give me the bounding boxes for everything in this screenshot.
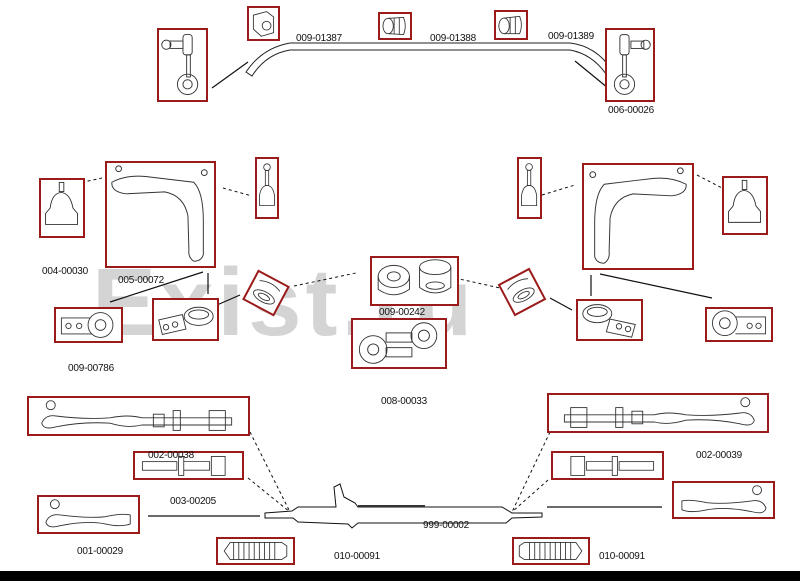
- label-009-00786: 009-00786: [68, 363, 115, 374]
- label-009-01388: 009-01388: [430, 33, 477, 44]
- ball-joint-left-lower[interactable]: [255, 157, 279, 219]
- label-003-00205: 003-00205: [170, 496, 217, 507]
- control-arm-right[interactable]: [582, 163, 694, 270]
- tie-rod-assembly-left[interactable]: [27, 396, 250, 436]
- bushing-set[interactable]: [351, 318, 447, 369]
- label-004-00030: 004-00030: [42, 266, 89, 277]
- tie-rod-assembly-right[interactable]: [547, 393, 769, 433]
- bushing-arm-right-1[interactable]: [705, 307, 773, 342]
- bottom-bar: [0, 571, 800, 581]
- bushing-arm-left-1[interactable]: [54, 307, 123, 343]
- label-005-00072: 005-00072: [118, 275, 165, 286]
- label-010-00091-left: 010-00091: [334, 551, 381, 562]
- bushing-front-pair[interactable]: [370, 256, 459, 306]
- stabilizer-bar: [245, 42, 613, 77]
- label-009-01387: 009-01387: [296, 33, 343, 44]
- label-002-00038: 002-00038: [148, 450, 195, 461]
- steering-rack: [264, 483, 543, 529]
- bushing-arm-right-2[interactable]: [576, 299, 643, 341]
- label-009-01389: 009-01389: [548, 31, 595, 42]
- ball-joint-right-lower[interactable]: [517, 157, 542, 219]
- bushing-insert-right[interactable]: [497, 267, 547, 317]
- steering-boot-left[interactable]: [216, 537, 295, 565]
- ball-joint-right[interactable]: [722, 176, 768, 235]
- label-002-00039: 002-00039: [696, 450, 743, 461]
- stabilizer-link-right[interactable]: [605, 28, 655, 102]
- tie-rod-end-left[interactable]: [37, 495, 140, 534]
- stabilizer-link-left[interactable]: [157, 28, 208, 102]
- label-001-00029: 001-00029: [77, 546, 124, 557]
- label-999-00002: 999-00002: [423, 520, 470, 531]
- control-arm-left[interactable]: [105, 161, 216, 268]
- label-009-00242: 009-00242: [379, 307, 426, 318]
- inner-tie-rod-right[interactable]: [551, 451, 664, 480]
- bushing-insert-left[interactable]: [242, 269, 290, 317]
- stabilizer-bushing-3[interactable]: [494, 10, 528, 40]
- stabilizer-bushing-1[interactable]: [247, 6, 280, 41]
- label-008-00033: 008-00033: [381, 396, 428, 407]
- ball-joint-left[interactable]: [39, 178, 85, 238]
- tie-rod-end-right[interactable]: [672, 481, 775, 519]
- label-006-00026: 006-00026: [608, 105, 655, 116]
- steering-boot-right[interactable]: [512, 537, 590, 565]
- label-010-00091-right: 010-00091: [599, 551, 646, 562]
- inner-tie-rod-left[interactable]: [133, 451, 244, 480]
- stabilizer-bushing-2[interactable]: [378, 12, 412, 40]
- bushing-arm-left-2[interactable]: [152, 298, 219, 341]
